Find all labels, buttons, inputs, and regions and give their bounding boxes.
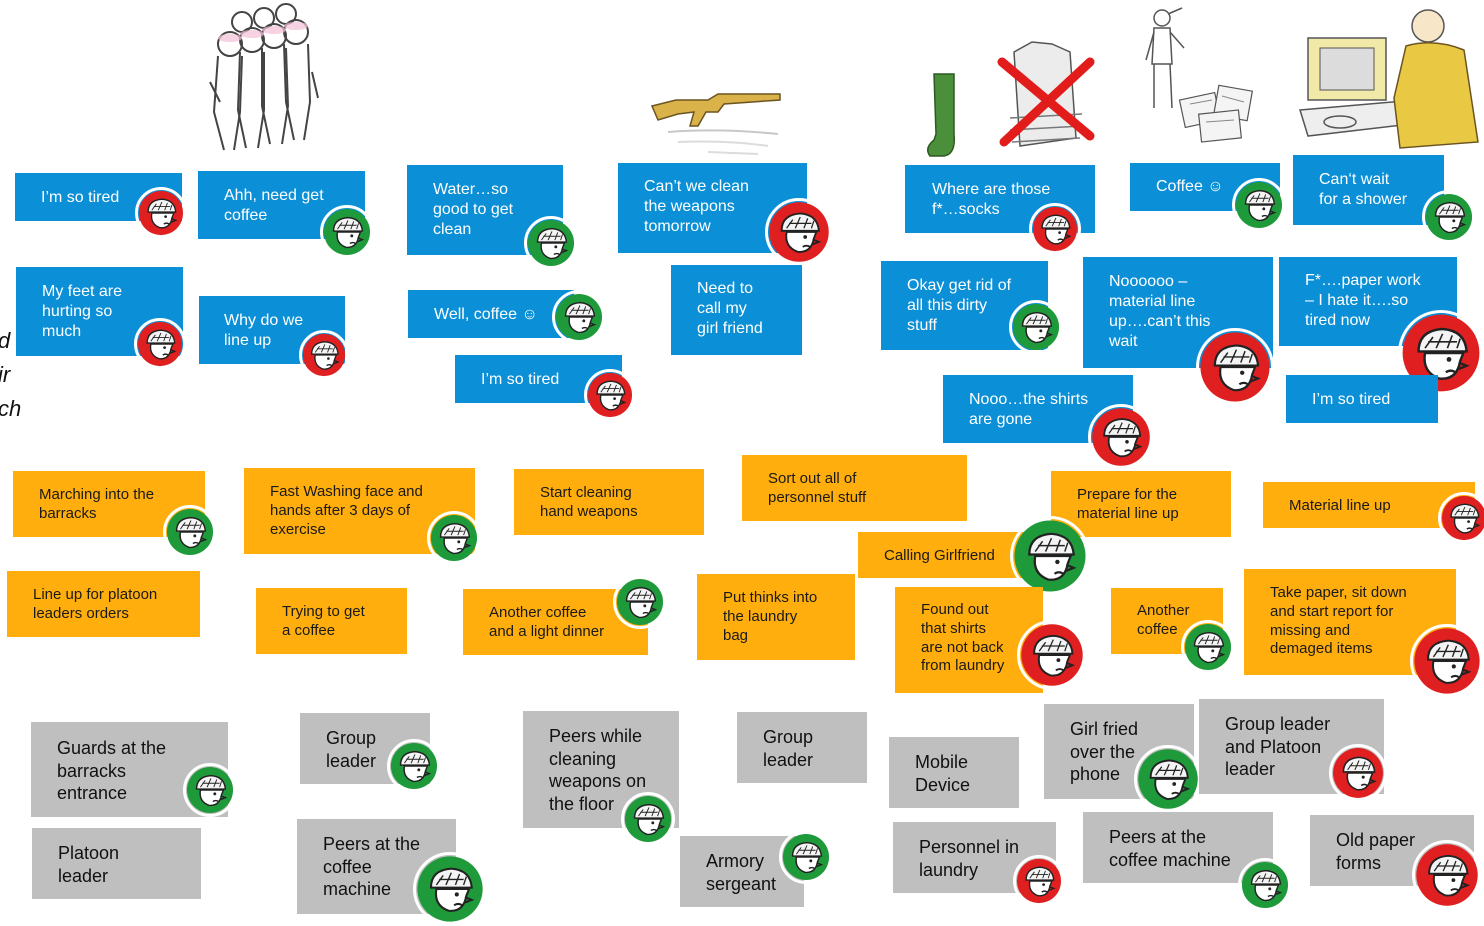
actor-note: Platoon leader [32,828,201,899]
positive-mood-icon [1232,178,1286,232]
thought-note: Need to call my girl friend [671,265,802,355]
negative-mood-icon [135,187,187,239]
positive-mood-icon [1010,516,1090,596]
negative-mood-icon [584,369,636,421]
positive-mood-icon [387,739,441,793]
negative-mood-icon [299,330,349,380]
positive-mood-icon [613,575,667,629]
negative-mood-icon [1329,744,1387,802]
left-edge-fragment: ir [0,362,11,387]
activity-note: Start cleaning hand weapons [514,469,704,535]
negative-mood-icon [1088,404,1154,470]
positive-mood-icon [1181,620,1235,674]
negative-mood-icon [1412,840,1482,910]
activity-note: Sort out all of personnel stuff [742,455,967,521]
actor-note: Peers while cleaning weapons on the floo… [523,711,679,828]
left-edge-fragment: d [0,324,10,357]
positive-mood-icon [1134,745,1202,813]
activity-note: Trying to get a coffee [256,588,407,654]
negative-mood-icon [765,198,833,266]
left-edge-fragment: ch [0,396,22,421]
negative-mood-icon [1013,855,1065,907]
positive-mood-icon [621,792,675,846]
negative-mood-icon [1398,310,1484,396]
negative-mood-icon [1029,203,1081,255]
person-at-desk-illustration [1299,9,1479,149]
actor-note: Mobile Device [889,737,1019,808]
positive-mood-icon [779,830,833,884]
activity-note: Calling Girlfriend [858,532,1036,578]
positive-mood-icon [163,505,217,559]
thought-note: Can‘t wait for a shower [1293,155,1444,225]
actor-note: Group leader [737,712,867,783]
crossed-out-shirts-illustration [997,41,1095,147]
negative-mood-icon [1438,492,1484,544]
activity-note: Line up for platoon leaders orders [7,571,200,637]
positive-mood-icon [1009,300,1063,354]
negative-mood-icon [1410,624,1484,698]
saluting-soldier-illustration [1145,7,1185,109]
negative-mood-icon [1017,620,1087,690]
actor-note: Peers at the coffee machine [1083,812,1273,883]
thought-note: Well, coffee ☺ [408,290,574,338]
activity-note: Put thinks into the laundry bag [697,574,855,660]
negative-mood-icon [134,318,186,370]
papers-illustration [1178,84,1254,143]
positive-mood-icon [183,763,237,817]
activity-note: Found out that shirts are not back from … [895,587,1043,693]
activity-note: Material line up [1263,482,1475,528]
rifle-illustration [650,93,781,155]
activity-note: Prepare for the material line up [1051,471,1231,537]
soldiers-group-illustration [209,3,319,151]
positive-mood-icon [320,205,374,259]
positive-mood-icon [1238,858,1292,912]
positive-mood-icon [427,511,481,565]
green-sock-illustration [927,73,956,157]
thought-note: Noooooo – material line up….can’t this w… [1083,257,1273,368]
positive-mood-icon [1422,190,1476,244]
thought-note: I’m so tired [1286,375,1438,423]
thought-note: Ahh, need get coffee [198,171,365,239]
positive-mood-icon [524,216,578,270]
positive-mood-icon [552,290,606,344]
positive-mood-icon [413,852,487,926]
negative-mood-icon [1196,328,1274,406]
